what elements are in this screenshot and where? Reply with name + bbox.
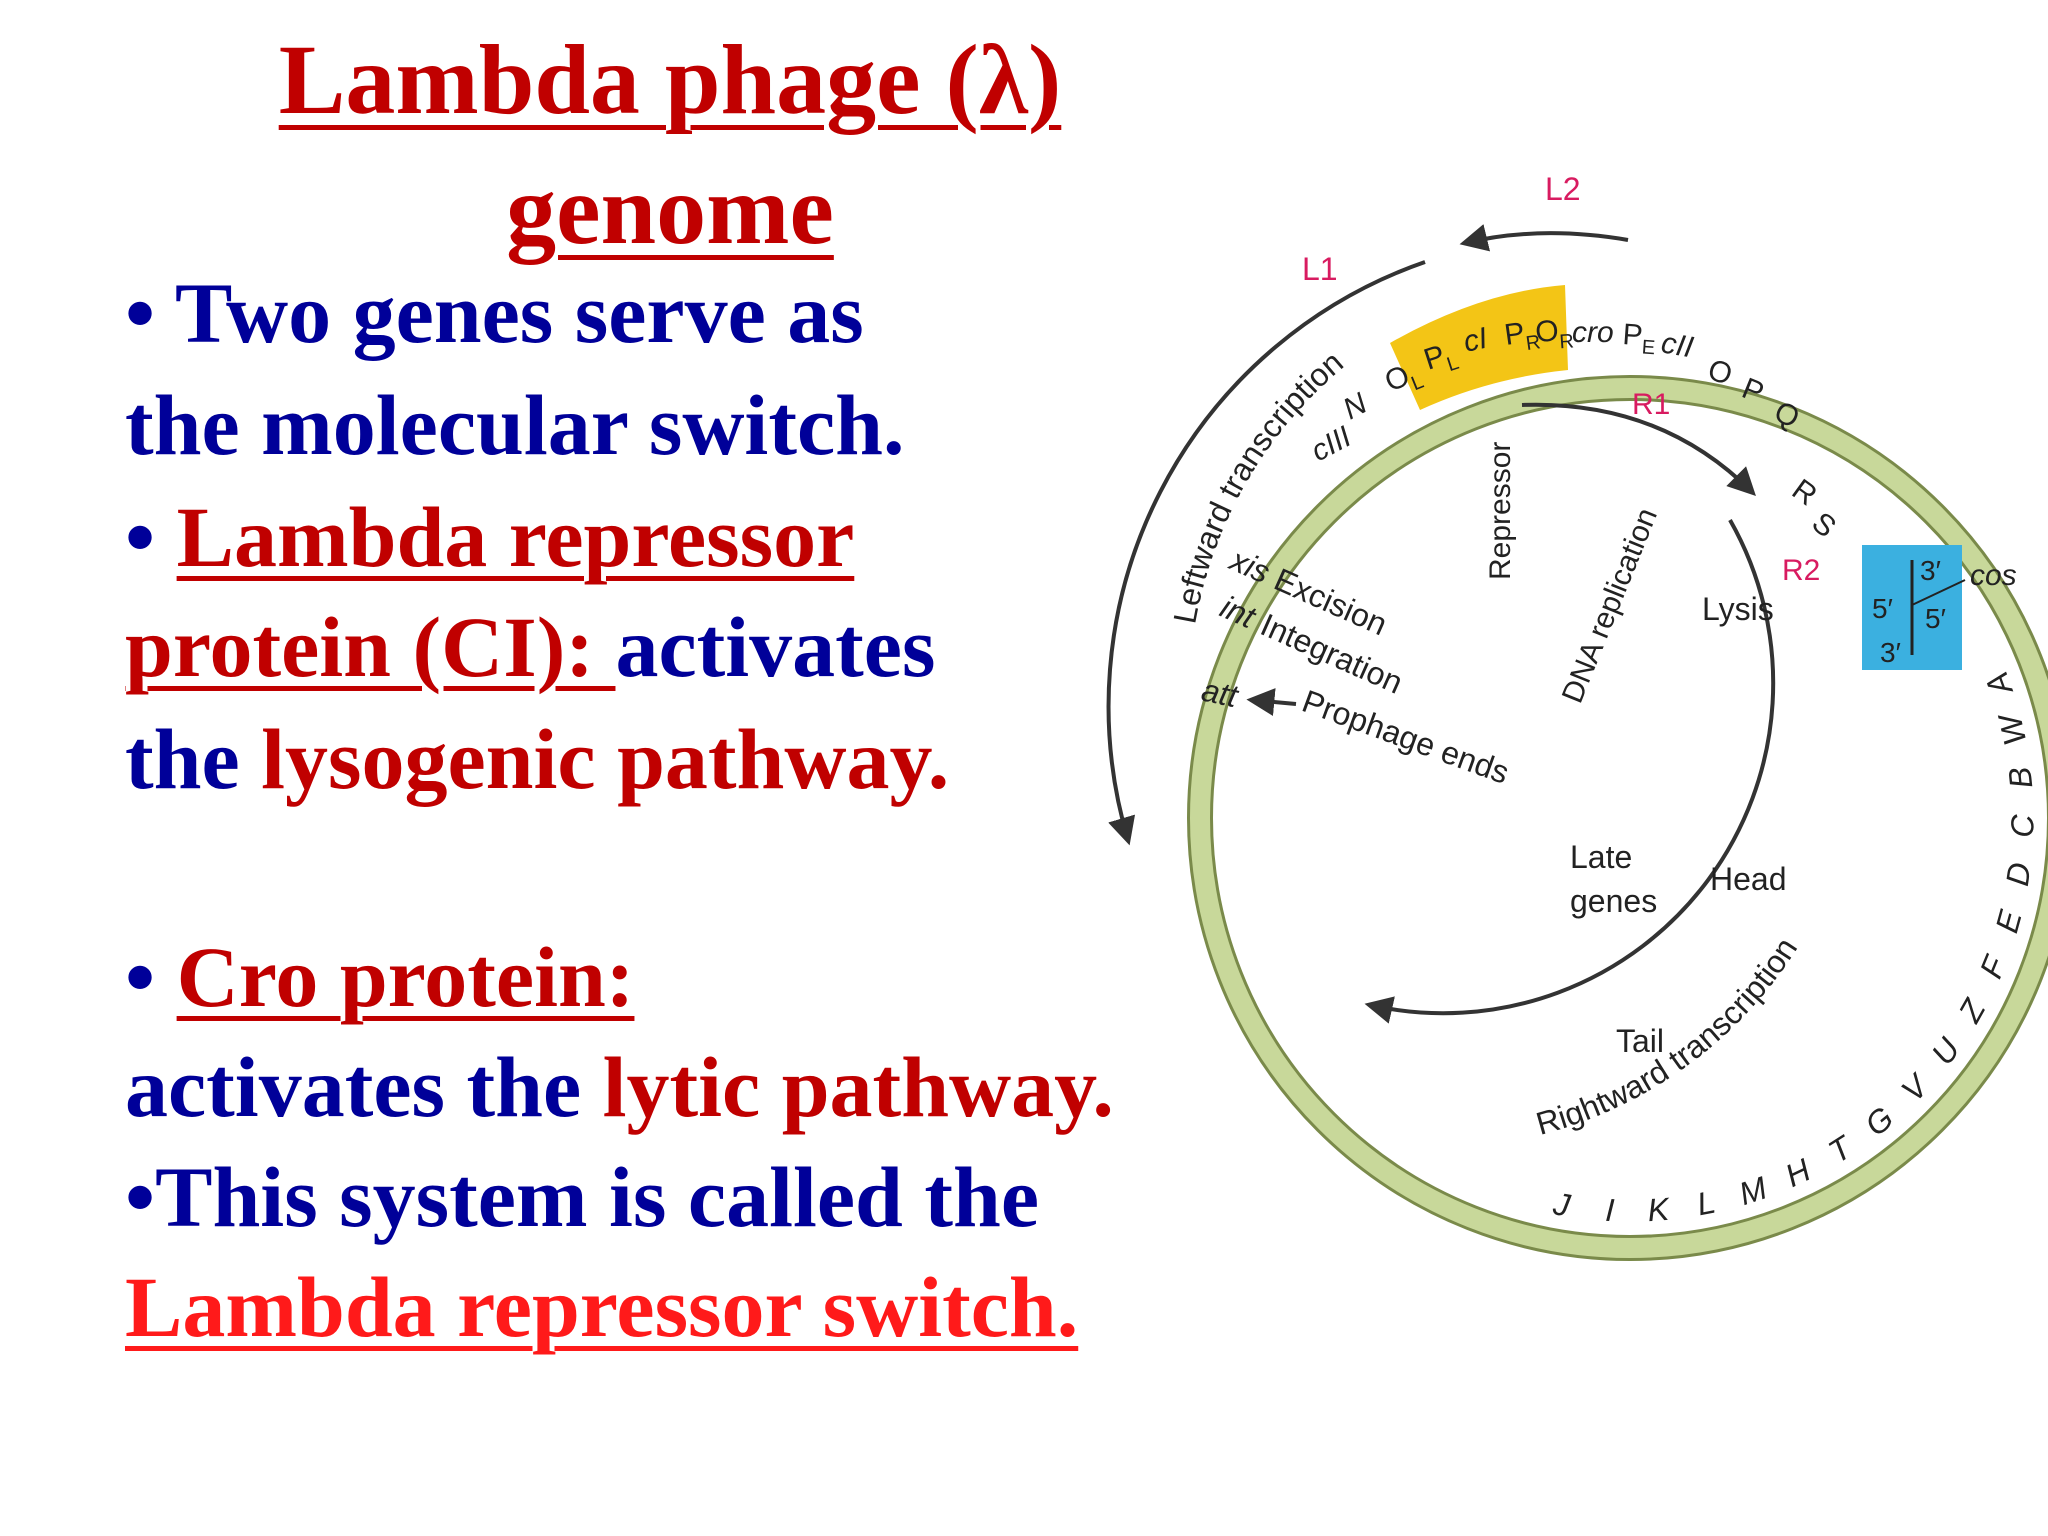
- bullet4-line1: •This system is called the: [125, 1149, 1040, 1245]
- late-genes-label-line1: Late: [1570, 839, 1632, 875]
- bullet3-highlight: lytic pathway.: [602, 1039, 1114, 1135]
- bullet4-highlight: Lambda repressor switch.: [125, 1259, 1079, 1355]
- late-genes-label-line2: genes: [1570, 883, 1657, 919]
- outer-gene-G: G: [1858, 1099, 1900, 1143]
- lambda-genome-map: L2 L1 R1 R2 Leftward transcription Right…: [1106, 171, 2048, 1261]
- P-R-promoter-label: PR: [1502, 314, 1542, 357]
- leftward-transcription-arrow: [1106, 260, 1426, 846]
- tail-label: Tail: [1616, 1023, 1664, 1059]
- O-R-operator-label: OR: [1534, 313, 1574, 355]
- cII-gene-label: cII: [1659, 326, 1696, 364]
- cos-label: cos: [1970, 559, 2017, 592]
- cIII-gene-label: cIII: [1306, 420, 1357, 468]
- outer-gene-V: V: [1894, 1066, 1937, 1108]
- N-gene-label: N: [1338, 387, 1373, 426]
- bullet1-line1: • Two genes serve as: [125, 265, 864, 361]
- head-label: Head: [1710, 861, 1787, 897]
- O-gene-label: O: [1704, 353, 1736, 392]
- bullet1-line2: the molecular switch.: [125, 377, 905, 473]
- cos-pointer: [1911, 579, 1966, 606]
- cro-gene-label: cro: [1572, 316, 1614, 349]
- S-gene-label: S: [1806, 506, 1843, 544]
- R2-label: R2: [1782, 554, 1820, 587]
- outer-gene-U: U: [1924, 1031, 1967, 1072]
- outer-gene-M: M: [1735, 1169, 1772, 1212]
- L2-arrow: [1459, 224, 1629, 252]
- rightward-transcription-label: Rightward transcription: [1532, 931, 1804, 1142]
- bullet2-line3: the lysogenic pathway.: [125, 716, 949, 802]
- outer-gene-D: D: [1999, 860, 2038, 888]
- outer-gene-Z: Z: [1951, 992, 1993, 1029]
- outer-gene-E: E: [1988, 906, 2029, 937]
- prophage-ends-label: Prophage ends: [1298, 683, 1514, 791]
- bullet2-line2: protein (CI): activates: [125, 604, 935, 690]
- bullet2-line1: • Lambda repressor: [125, 494, 854, 580]
- outer-gene-K: K: [1646, 1191, 1672, 1229]
- bullet3-term: Cro protein:: [176, 929, 635, 1025]
- cos-5prime-right: 5′: [1925, 603, 1946, 634]
- outer-gene-J: J: [1550, 1185, 1574, 1224]
- cos-3prime-left: 3′: [1880, 637, 1901, 668]
- repressor-label: Repressor: [1484, 442, 1517, 580]
- genome-ring: [1190, 378, 2048, 1258]
- dna-replication-label: DNA replication: [1556, 504, 1664, 708]
- bullet2-marker: •: [125, 489, 177, 585]
- outer-gene-C: C: [2004, 813, 2040, 838]
- L2-label: L2: [1545, 171, 1581, 207]
- R1-arrow: [1521, 402, 1756, 496]
- bullet3-marker: •: [125, 929, 177, 1025]
- R-gene-label: R: [1786, 473, 1823, 512]
- att-arrow: [1246, 688, 1297, 716]
- outer-gene-A: A: [1978, 668, 2020, 702]
- bullet2-term-part1: Lambda repressor: [176, 489, 855, 585]
- cos-3prime-right: 3′: [1920, 555, 1941, 586]
- outer-gene-L: L: [1694, 1184, 1718, 1223]
- lysis-label: Lysis: [1702, 591, 1774, 627]
- outer-gene-B: B: [2001, 765, 2039, 790]
- outer-gene-F: F: [1973, 949, 2015, 983]
- bullet3-text: activates the: [125, 1039, 603, 1135]
- R1-label: R1: [1632, 388, 1670, 421]
- outer-gene-T: T: [1822, 1128, 1860, 1170]
- bullet3-line2: activates the lytic pathway.: [125, 1044, 1114, 1130]
- bullet2-text2: the: [125, 711, 262, 807]
- outer-gene-H: H: [1780, 1151, 1817, 1194]
- slide-title-line1: Lambda phage (λ): [278, 24, 1062, 135]
- slide-title-line2: genome: [506, 154, 834, 265]
- att-label: att: [1199, 672, 1242, 715]
- L1-label: L1: [1302, 251, 1338, 287]
- regulatory-region-box: [1390, 285, 1568, 410]
- cos-5prime-left: 5′: [1872, 593, 1893, 624]
- bullet3-line1: • Cro protein:: [125, 934, 634, 1020]
- outer-gene-W: W: [1991, 709, 2033, 749]
- bullet2-term-part2: protein (CI):: [125, 599, 616, 695]
- P-E-promoter-label: PE: [1621, 318, 1657, 359]
- bullet2-text1: activates: [615, 599, 936, 695]
- bullet2-highlight: lysogenic pathway.: [261, 711, 950, 807]
- outer-gene-I: I: [1604, 1192, 1615, 1228]
- R2-late-transcription-arrow: [1364, 519, 1776, 1024]
